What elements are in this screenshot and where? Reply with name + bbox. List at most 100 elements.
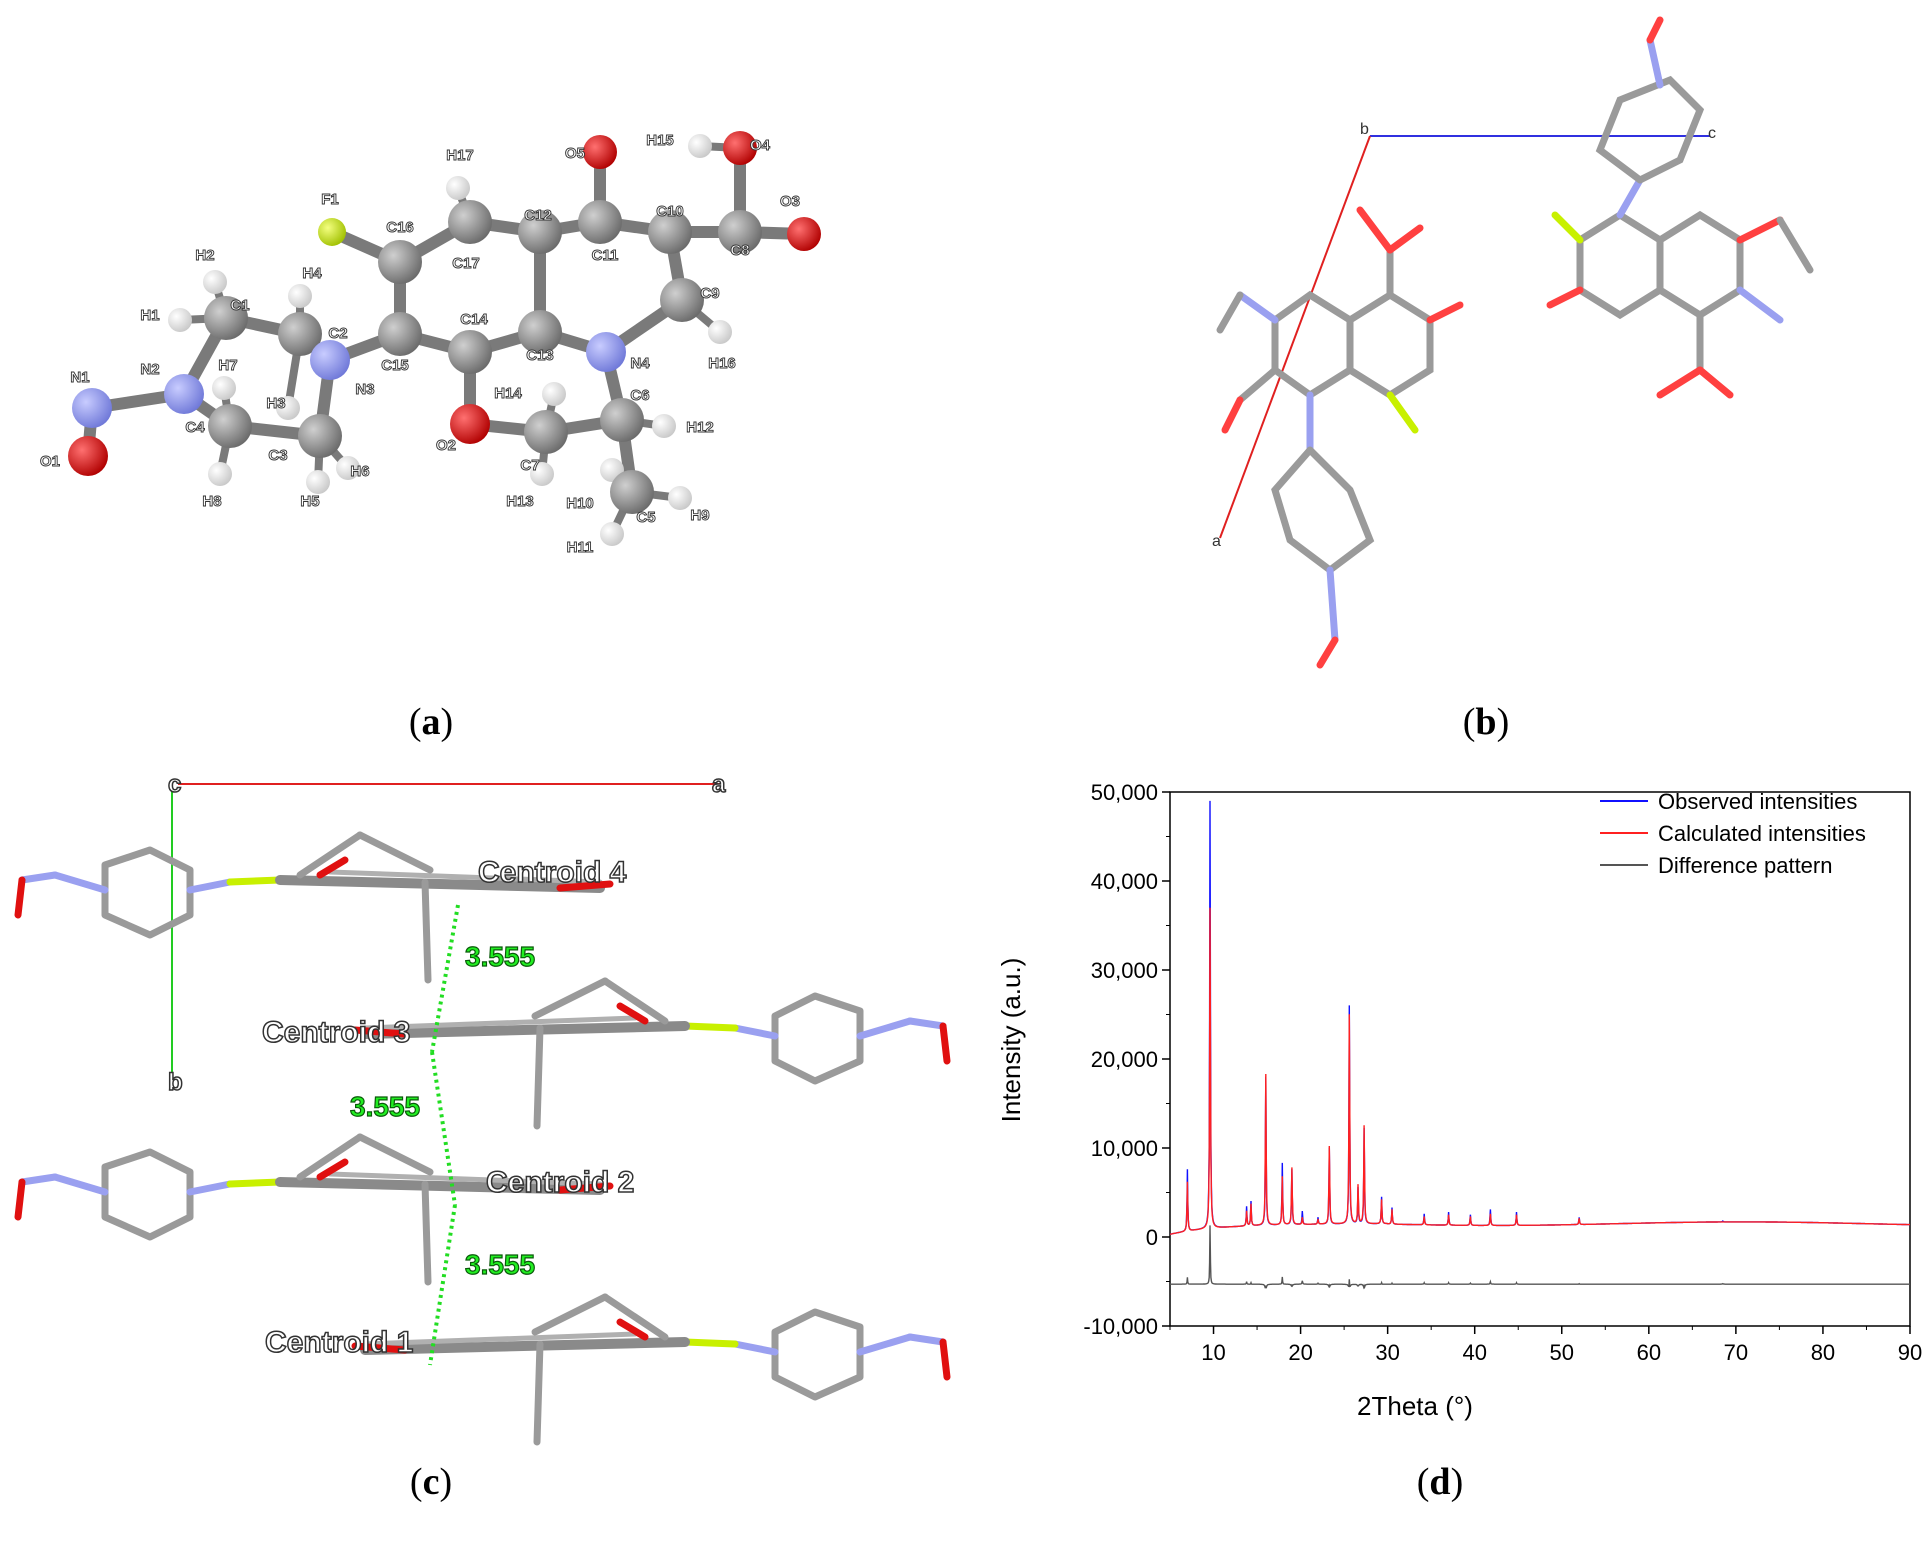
atom-label-o2: O2 [436, 437, 456, 454]
distance-label-2: 3.555 [350, 1091, 420, 1122]
atom-label-h9: H9 [690, 507, 709, 524]
atom-c2 [278, 312, 322, 356]
atom-h12 [652, 414, 676, 438]
atom-h6 [336, 456, 360, 480]
y-tick-label: 50,000 [1091, 780, 1158, 805]
atom-label-c16: C16 [386, 219, 414, 236]
atom-c6 [600, 398, 644, 442]
atom-label-o1: O1 [40, 453, 60, 470]
caption-a: (a) [408, 701, 454, 743]
atom-f1 [318, 218, 346, 246]
centroid-contacts [428, 904, 460, 1366]
atom-c9 [660, 278, 704, 322]
x-tick-label: 90 [1898, 1340, 1922, 1365]
atoms-a [68, 131, 821, 546]
bonds-a [82, 142, 810, 538]
atom-label-h5: H5 [300, 493, 319, 510]
axis-label-c-c: c [168, 771, 181, 798]
atom-h14 [542, 382, 566, 406]
atom-h9 [668, 486, 692, 510]
x-tick-label: 60 [1637, 1340, 1661, 1365]
atom-label-h8: H8 [202, 493, 221, 510]
atom-label-c4: C4 [185, 419, 205, 436]
stacked-molecule-2 [14, 1133, 614, 1286]
y-tick-label: 30,000 [1091, 958, 1158, 983]
distance-label-1: 3.555 [465, 941, 535, 972]
atom-c4 [208, 404, 252, 448]
chart-xlabel: 2Theta (°) [1357, 1391, 1473, 1421]
atom-c1 [204, 296, 248, 340]
stacked-molecule-4 [14, 831, 614, 984]
x-tick-label: 30 [1375, 1340, 1399, 1365]
axis-label-b: b [1360, 121, 1369, 138]
chart-series [1169, 800, 1910, 1290]
atom-h1 [168, 308, 192, 332]
axis-label-c: c [1708, 125, 1716, 142]
atom-label-h10: H10 [566, 495, 594, 512]
x-tick-label: 80 [1811, 1340, 1835, 1365]
atom-h11 [600, 522, 624, 546]
x-tick-label: 10 [1201, 1340, 1225, 1365]
series-calculated-line [1170, 907, 1910, 1235]
atom-label-h7: H7 [218, 357, 237, 374]
atom-c5 [610, 470, 654, 514]
stacked-molecule-1 [351, 1293, 951, 1446]
atom-label-n1: N1 [70, 369, 89, 386]
atom-label-h3: H3 [266, 395, 285, 412]
legend-observed: Observed intensities [1658, 789, 1857, 814]
atom-label-c15: C15 [381, 357, 409, 374]
axis-label-a-c: a [712, 771, 726, 798]
atom-label-c2: C2 [328, 325, 347, 342]
y-tick-label: 0 [1146, 1225, 1158, 1250]
atom-label-h12: H12 [686, 419, 714, 436]
stacking-view-c: c a b Centroid 4 Centroid 3 Centroid 2 C… [14, 770, 951, 1446]
axis-label-a: a [1212, 533, 1221, 550]
atom-label-c8: C8 [730, 242, 749, 259]
centroid-4-label: Centroid 4 [478, 856, 627, 889]
atom-h7 [212, 376, 236, 400]
atom-h13 [530, 462, 554, 486]
molecule-right-b [1546, 16, 1814, 399]
x-tick-label: 50 [1550, 1340, 1574, 1365]
x-tick-label: 40 [1462, 1340, 1486, 1365]
atom-label-h1: H1 [140, 307, 159, 324]
atom-label-h11: H11 [567, 539, 594, 556]
atom-o4 [723, 131, 757, 165]
centroid-3-label: Centroid 3 [262, 1016, 410, 1049]
atom-h2 [203, 270, 227, 294]
atom-label-n2: N2 [140, 361, 159, 378]
x-tick-label: 20 [1288, 1340, 1312, 1365]
atom-label-c6: C6 [630, 387, 649, 404]
atom-label-c3: C3 [268, 447, 287, 464]
y-tick-label: -10,000 [1083, 1314, 1158, 1339]
axis-label-b-c: b [168, 1069, 183, 1096]
atom-c12 [518, 210, 562, 254]
legend-calculated: Calculated intensities [1658, 821, 1866, 846]
y-tick-label: 20,000 [1091, 1047, 1158, 1072]
atom-n3 [310, 340, 350, 380]
atom-c7 [524, 410, 568, 454]
atom-c8 [718, 210, 762, 254]
centroid-2-label: Centroid 2 [486, 1166, 634, 1199]
stacked-molecule-3 [351, 977, 951, 1130]
atom-label-h14: H14 [494, 385, 522, 402]
atom-label-n3: N3 [355, 381, 374, 398]
centroid-1-label: Centroid 1 [265, 1326, 413, 1359]
caption-b: (b) [1462, 701, 1510, 743]
atom-label-h2: H2 [195, 247, 214, 264]
atom-h3 [276, 396, 300, 420]
atom-label-h6: H6 [350, 463, 369, 480]
atom-label-f1: F1 [321, 191, 339, 208]
atom-label-h13: H13 [506, 493, 534, 510]
atom-c16 [378, 240, 422, 284]
atom-label-o3: O3 [780, 193, 800, 210]
atom-c14 [448, 330, 492, 374]
atom-label-o5: O5 [565, 145, 585, 162]
atom-label-c1: C1 [230, 297, 249, 314]
atom-label-h17: H17 [446, 147, 474, 164]
